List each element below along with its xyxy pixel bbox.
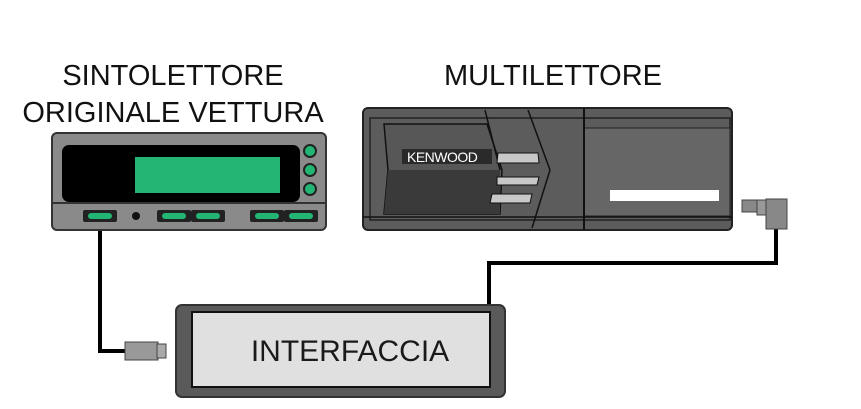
changer-button xyxy=(496,176,540,186)
radio-title-line2: ORIGINALE VETTURA xyxy=(22,97,324,129)
radio-connector xyxy=(124,341,167,361)
radio-button xyxy=(289,213,313,219)
radio-display xyxy=(135,157,280,193)
radio-button xyxy=(196,213,220,219)
radio-knob xyxy=(132,212,140,220)
changer-button xyxy=(496,152,540,164)
radio-to-interface-wire xyxy=(98,222,128,353)
radio-button xyxy=(88,213,112,219)
changer-slot xyxy=(610,190,719,201)
radio-side-button xyxy=(303,144,317,158)
interface-label: INTERFACCIA xyxy=(251,335,449,368)
interface-box: INTERFACCIA xyxy=(175,304,506,398)
changer-title: MULTILETTORE xyxy=(444,60,662,92)
radio-side-button xyxy=(303,163,317,177)
radio-button xyxy=(255,213,279,219)
interface-to-changer-wire xyxy=(487,228,778,305)
kenwood-logo: KENWOOD xyxy=(407,149,478,165)
changer-connector xyxy=(741,198,788,230)
radio-button xyxy=(162,213,186,219)
changer-button xyxy=(489,193,533,204)
radio-title-line1: SINTOLETTORE xyxy=(62,60,283,92)
cd-changer: KENWOOD xyxy=(362,107,733,231)
radio-buttons-row xyxy=(83,210,318,222)
kenwood-logo-plate xyxy=(402,149,492,164)
radio-side-button xyxy=(303,182,317,196)
original-car-radio xyxy=(51,132,327,231)
